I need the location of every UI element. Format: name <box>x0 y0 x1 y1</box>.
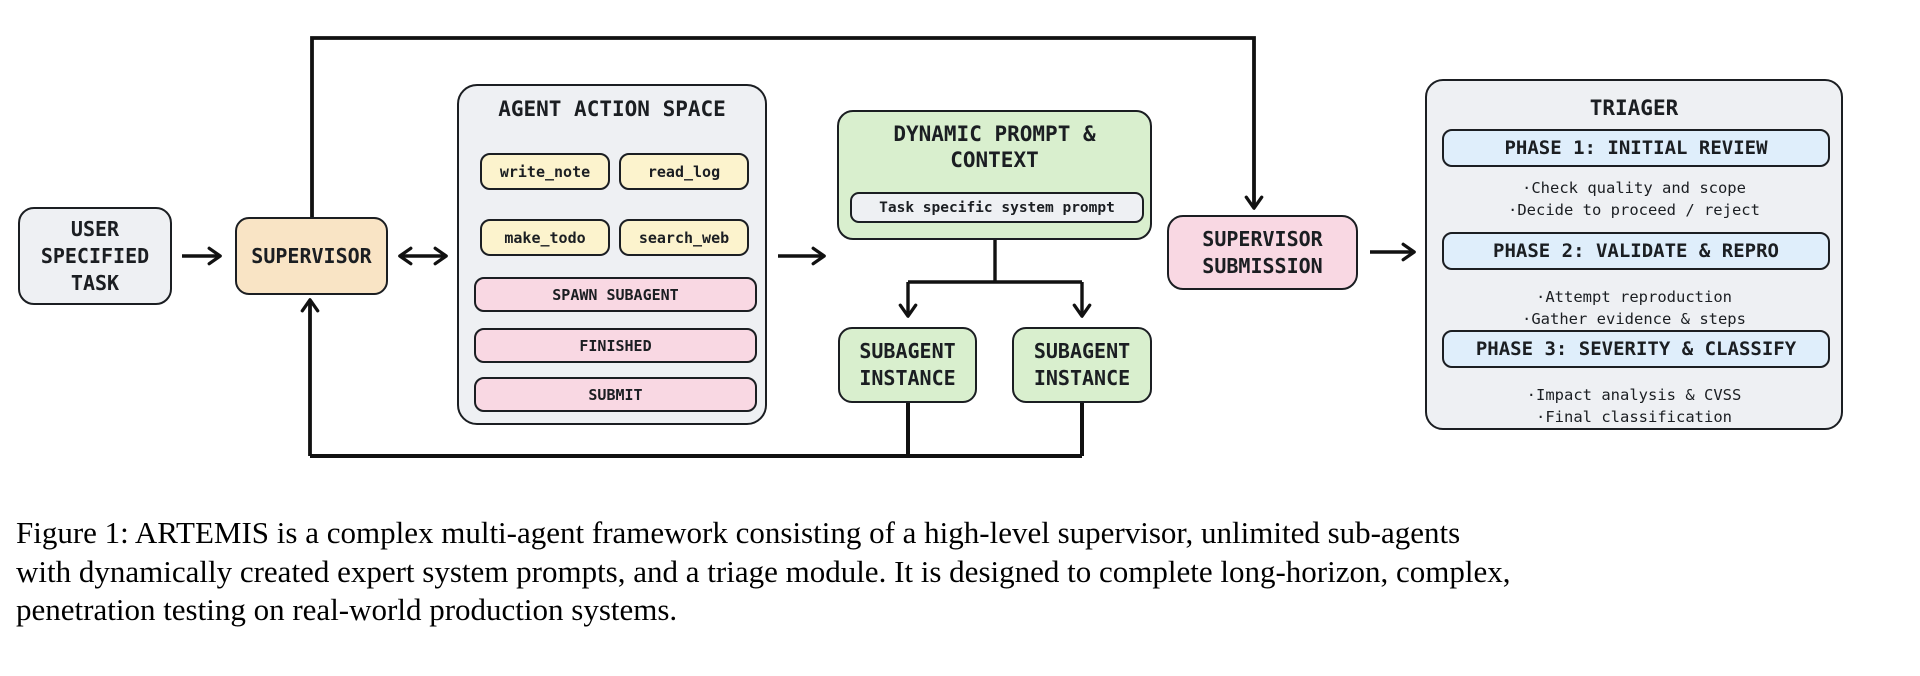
phase-1-bullets: · Check quality and scope · Decide to pr… <box>1427 177 1841 221</box>
task-specific-system-prompt-chip: Task specific system prompt <box>850 192 1144 223</box>
feedback-line-subagents <box>310 403 1084 458</box>
triager-title: TRIAGER <box>1589 96 1679 120</box>
subagent-instance-left-box: SUBAGENT INSTANCE <box>838 327 977 403</box>
tool-pill-write-note: write_note <box>480 153 610 190</box>
user-task-line: SPECIFIED <box>40 243 150 268</box>
phase-2-bullets: · Attempt reproduction · Gather evidence… <box>1427 286 1841 330</box>
supervisor-submission-line: SUBMISSION <box>1202 253 1323 278</box>
phase-1-header: PHASE 1: INITIAL REVIEW <box>1442 129 1830 167</box>
triager-box: TRIAGER PHASE 1: INITIAL REVIEW · Check … <box>1425 79 1843 430</box>
bullet-item: · Final classification <box>1536 408 1732 426</box>
agent-action-space-box: AGENT ACTION SPACE write_note read_log m… <box>457 84 767 425</box>
bullet-item: · Gather evidence & steps <box>1522 310 1746 328</box>
dynamic-prompt-context-box: DYNAMIC PROMPT & CONTEXT Task specific s… <box>837 110 1152 240</box>
subagent-right-line: INSTANCE <box>1033 366 1131 390</box>
bullet-item: · Decide to proceed / reject <box>1508 201 1760 219</box>
caption-line-3: penetration testing on real-world produc… <box>16 592 678 627</box>
supervisor-label: SUPERVISOR <box>251 243 372 268</box>
action-pill-submit: SUBMIT <box>474 377 757 412</box>
bullet-item: · Attempt reproduction <box>1536 288 1732 306</box>
supervisor-submission-line: SUPERVISOR <box>1202 226 1323 251</box>
caption-line-1: Figure 1: ARTEMIS is a complex multi-age… <box>16 515 1461 550</box>
agent-action-space-title: AGENT ACTION SPACE <box>498 97 726 121</box>
phase-3-bullets: · Impact analysis & CVSS · Final classif… <box>1427 384 1841 428</box>
tool-pill-read-log: read_log <box>619 153 749 190</box>
bullet-item: · Impact analysis & CVSS <box>1526 386 1742 404</box>
tool-pill-make-todo: make_todo <box>480 219 610 256</box>
action-pill-spawn-subagent: SPAWN SUBAGENT <box>474 277 757 312</box>
user-specified-task-box: USER SPECIFIED TASK <box>18 207 172 305</box>
bullet-item: · Check quality and scope <box>1522 179 1746 197</box>
subagent-right-line: SUBAGENT <box>1033 339 1131 363</box>
action-pill-finished: FINISHED <box>474 328 757 363</box>
user-task-line: TASK <box>70 270 120 295</box>
tool-pill-search-web: search_web <box>619 219 749 256</box>
subagent-left-line: SUBAGENT <box>859 339 956 363</box>
dynamic-prompt-title-line1: DYNAMIC PROMPT & <box>893 122 1096 146</box>
dynamic-prompt-title-line2: CONTEXT <box>950 148 1039 172</box>
supervisor-box: SUPERVISOR <box>235 217 388 295</box>
figure-caption: Figure 1: ARTEMIS is a complex multi-age… <box>16 514 1510 630</box>
user-task-line: USER <box>70 216 120 241</box>
subagent-left-line: INSTANCE <box>859 366 956 390</box>
caption-line-2: with dynamically created expert system p… <box>16 553 1511 589</box>
branch-dynamicprompt-to-subagents <box>908 240 1082 284</box>
subagent-instance-right-box: SUBAGENT INSTANCE <box>1012 327 1152 403</box>
arrow-supervisor-to-submission-top <box>310 36 1264 217</box>
phase-2-header: PHASE 2: VALIDATE & REPRO <box>1442 232 1830 270</box>
phase-3-header: PHASE 3: SEVERITY & CLASSIFY <box>1442 330 1830 368</box>
supervisor-submission-box: SUPERVISOR SUBMISSION <box>1167 215 1358 290</box>
